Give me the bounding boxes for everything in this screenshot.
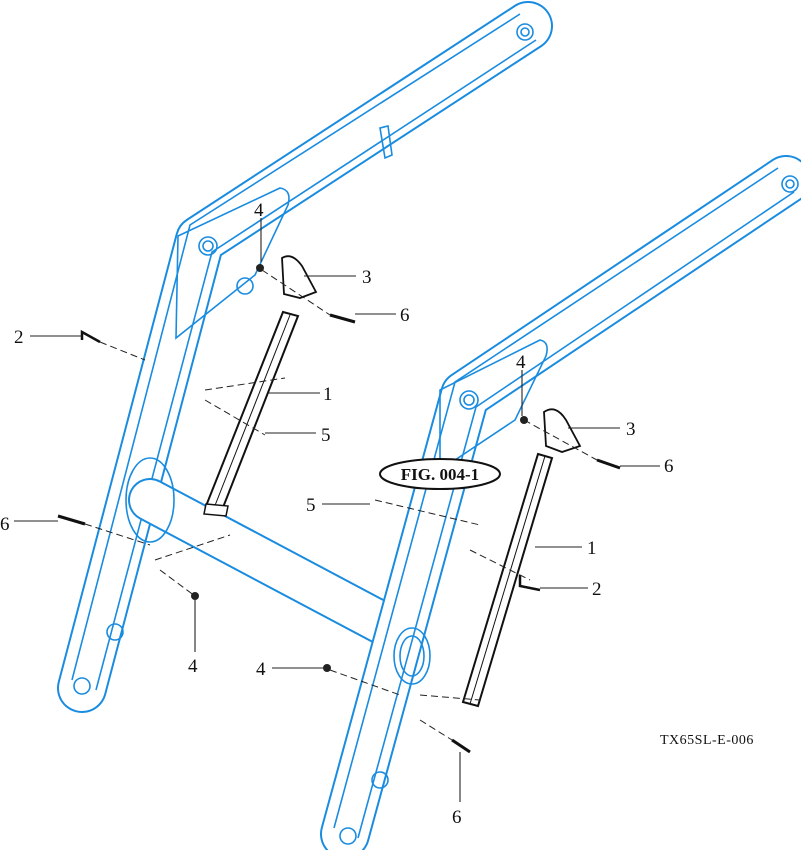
callout-5: 5 — [306, 495, 316, 516]
callout-6: 6 — [0, 514, 10, 535]
callout-5: 5 — [321, 425, 331, 446]
parts — [57, 255, 621, 754]
left-boom-arm — [57, 1, 553, 713]
callout-6: 6 — [664, 456, 674, 477]
callout-4: 4 — [188, 656, 198, 677]
callout-3: 3 — [626, 419, 636, 440]
right-boom-arm — [320, 155, 801, 850]
figure-title: FIG. 004-1 — [401, 465, 479, 484]
cross-tube — [125, 457, 417, 652]
callout-2: 2 — [14, 327, 24, 348]
callout-6: 6 — [400, 305, 410, 326]
callout-1: 1 — [587, 538, 597, 559]
callout-3: 3 — [362, 267, 372, 288]
callout-4: 4 — [256, 659, 266, 680]
callout-6: 6 — [452, 807, 462, 828]
callout-2: 2 — [592, 579, 602, 600]
assembly-lines — [84, 269, 598, 741]
callouts: 4 3 6 2 1 5 6 4 4 3 6 5 1 2 4 6 — [0, 200, 674, 828]
callout-4: 4 — [254, 200, 264, 221]
callout-4: 4 — [516, 352, 526, 373]
figure-label: FIG. 004-1 — [379, 458, 501, 490]
callout-1: 1 — [323, 384, 333, 405]
drawing-code: TX65SL-E-006 — [660, 733, 754, 748]
